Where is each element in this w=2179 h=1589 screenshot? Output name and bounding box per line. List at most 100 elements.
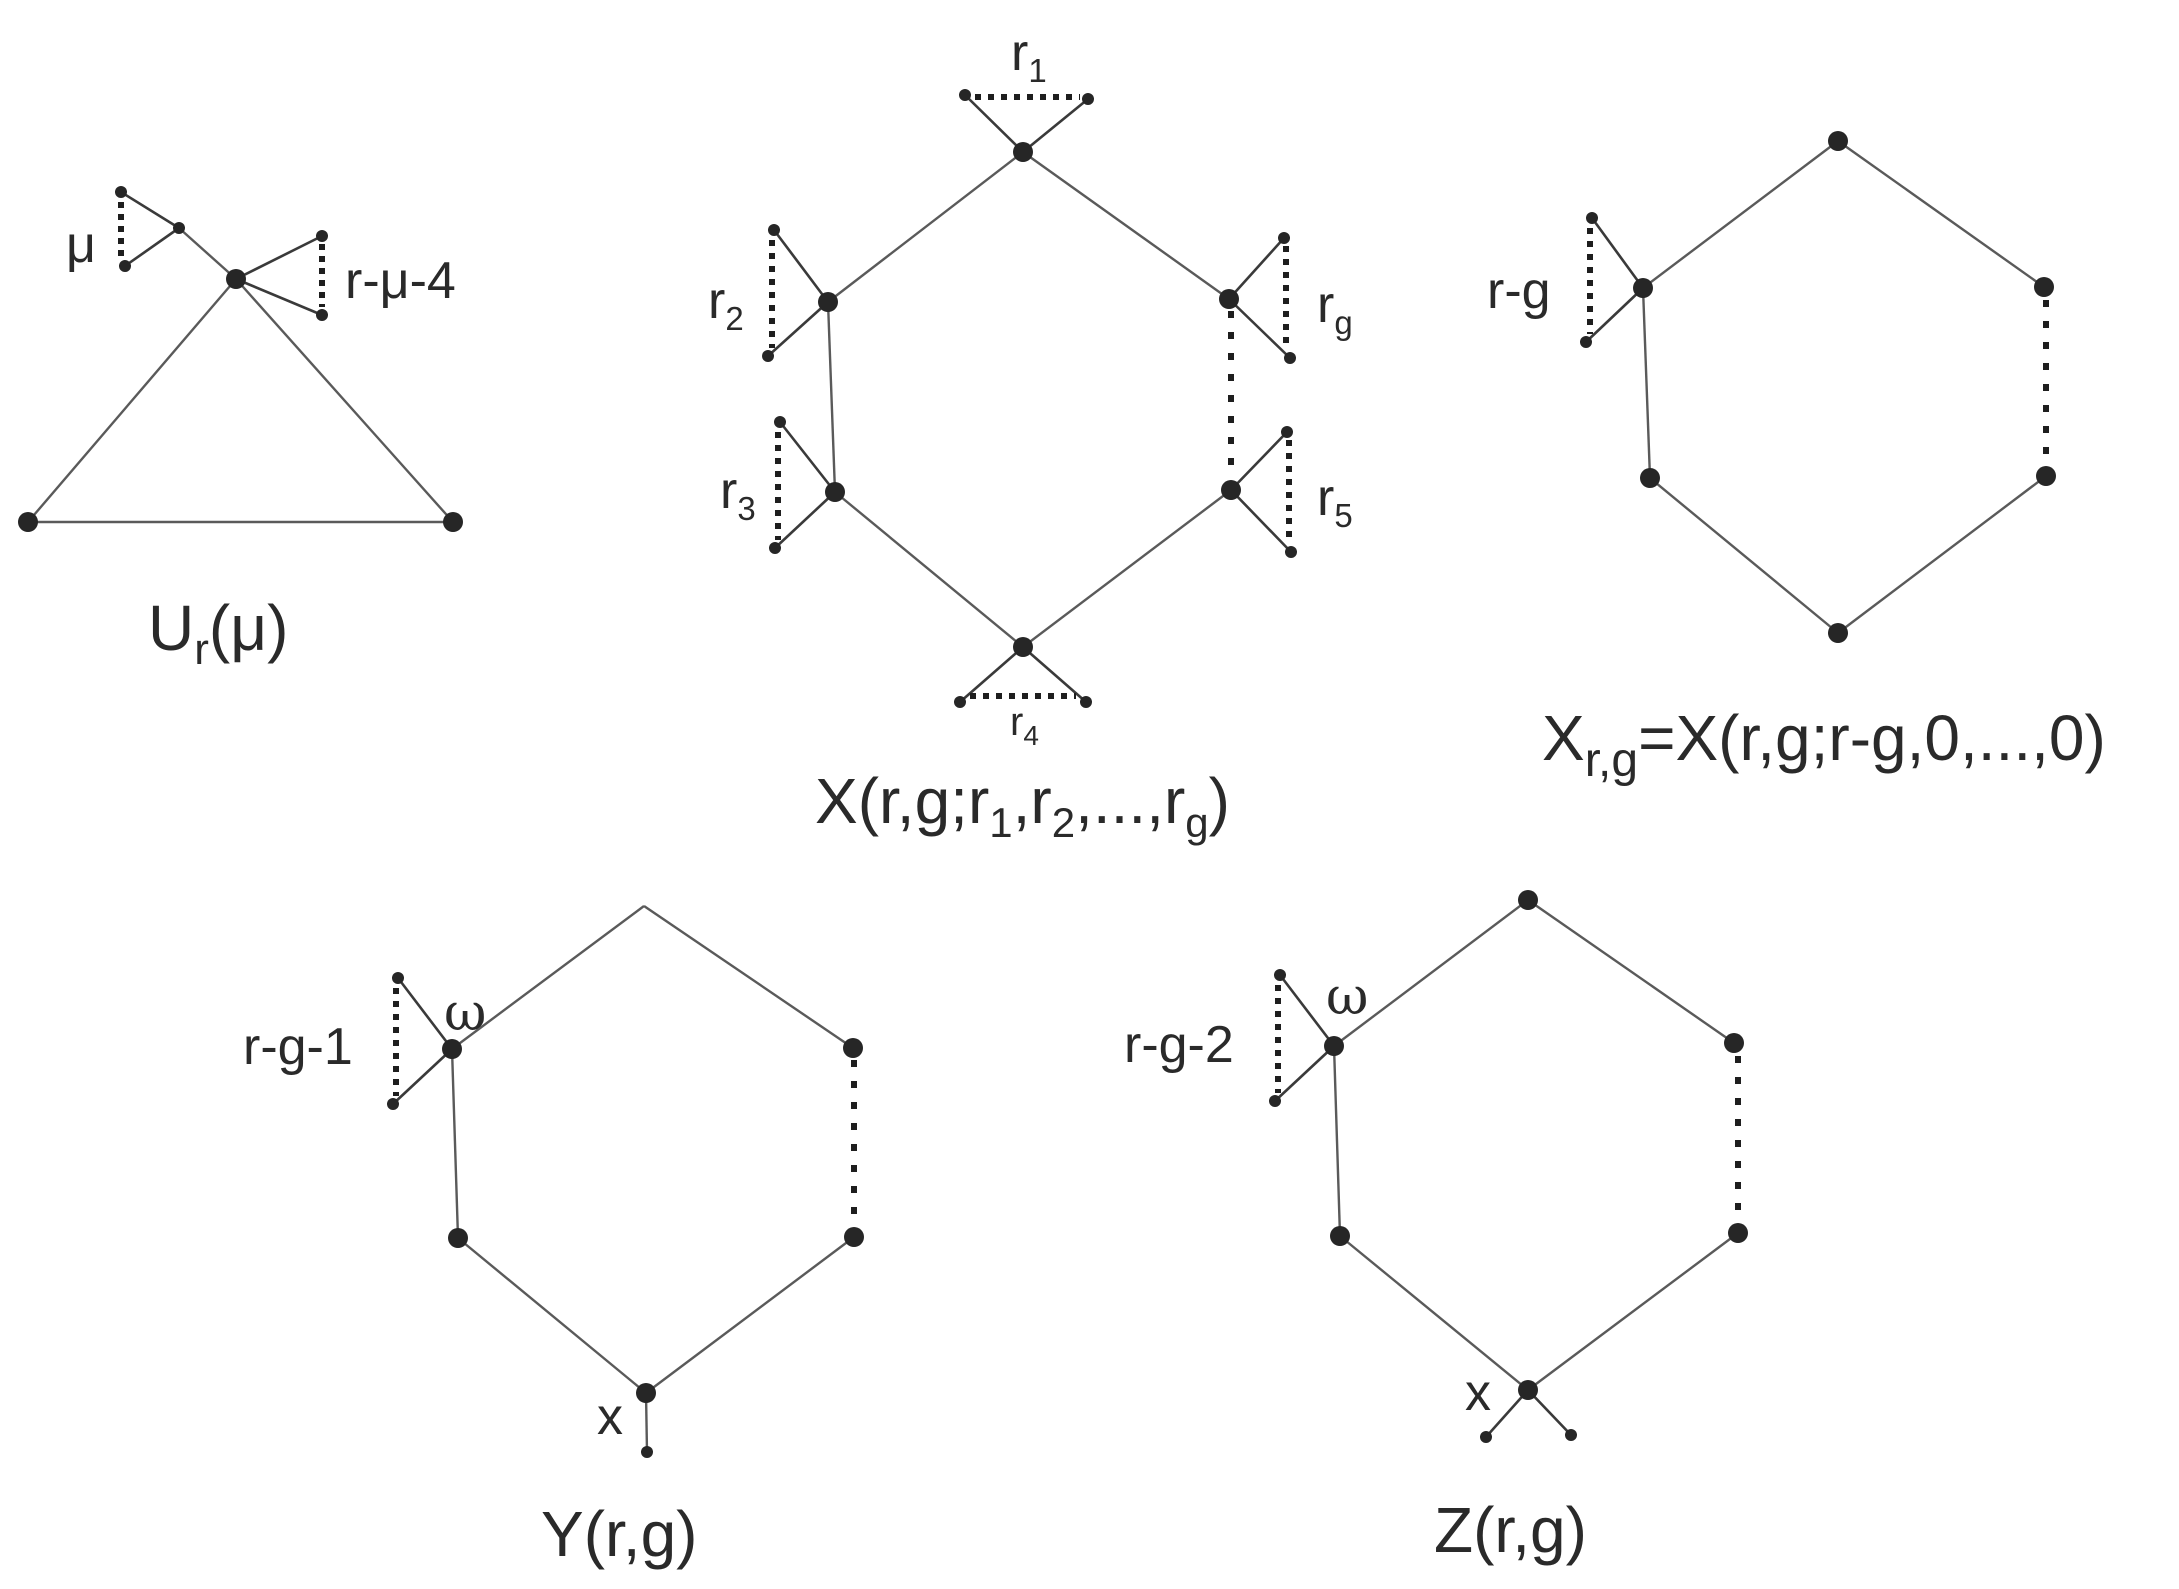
pendant-label-r4: r4 [1010, 700, 1039, 751]
vertex [1330, 1226, 1350, 1246]
x-label: x [597, 1388, 623, 1446]
edge [1022, 151, 1230, 300]
vertex [818, 292, 838, 312]
graph-x-rg: r-g Xr,g=X(r,g;r-g,0,...,0) [1487, 131, 2106, 787]
pendant-edge [1278, 974, 1336, 1047]
edge [1339, 1235, 1529, 1391]
vertex [1013, 637, 1033, 657]
pendant-edge [235, 277, 323, 317]
edge [457, 1237, 647, 1394]
vertex [2036, 466, 2056, 486]
mu-label: μ [66, 216, 96, 274]
x-label: x [1465, 1364, 1491, 1422]
pendant-label-r3: r3 [720, 462, 756, 527]
pendant-edge [1228, 298, 1291, 359]
pendant-edge [1022, 97, 1089, 154]
vertex [18, 512, 38, 532]
vertex [1518, 890, 1538, 910]
vertex [316, 309, 328, 321]
graph-caption: Ur(μ) [148, 592, 288, 674]
edge [1642, 140, 1839, 289]
edge [643, 905, 854, 1049]
vertex [1274, 969, 1286, 981]
vertex [1269, 1095, 1281, 1107]
vertex [1219, 289, 1239, 309]
edge [178, 227, 237, 280]
pendant-edge [396, 977, 454, 1050]
vertex [1580, 336, 1592, 348]
pendant-label-rg: rg [1317, 276, 1353, 341]
vertex-omega [442, 1039, 462, 1059]
pendant-edge [1274, 1045, 1335, 1102]
edge [645, 1236, 855, 1394]
vertex [959, 89, 971, 101]
pendant-edge [772, 229, 830, 303]
edge [1332, 1045, 1342, 1237]
vertex [1284, 352, 1296, 364]
pendant-edge [235, 234, 323, 281]
graph-caption: Xr,g=X(r,g;r-g,0,...,0) [1542, 702, 2106, 787]
graph-caption: Y(r,g) [541, 1498, 697, 1570]
vertex [115, 186, 127, 198]
graph-unicyclic: μ r-μ-4 Ur(μ) [18, 186, 463, 674]
vertex [774, 416, 786, 428]
vertex [1828, 131, 1848, 151]
vertex [1640, 468, 1660, 488]
pendant-edge [120, 190, 180, 230]
vertex [1013, 142, 1033, 162]
vertex [1633, 278, 1653, 298]
graph-caption: Z(r,g) [1434, 1494, 1587, 1566]
vertex [2034, 277, 2054, 297]
edge [451, 905, 645, 1050]
vertex [173, 222, 185, 234]
pendant-edge [778, 421, 837, 493]
vertex [1586, 212, 1598, 224]
vertex [1565, 1429, 1577, 1441]
pendant-edge [1228, 237, 1285, 300]
vertex [825, 482, 845, 502]
vertex [1285, 546, 1297, 558]
edge [1333, 899, 1529, 1047]
vertex [769, 542, 781, 554]
pendant-edge [1485, 1389, 1529, 1438]
pendant-edge [774, 491, 836, 549]
omega-label: ω [444, 983, 486, 1043]
vertex [1278, 232, 1290, 244]
pendant-edge [1230, 431, 1288, 491]
vertex [641, 1446, 653, 1458]
vertex [1480, 1431, 1492, 1443]
edge [1649, 477, 1839, 634]
vertex [1080, 696, 1092, 708]
edge [27, 278, 237, 523]
edge [1022, 489, 1232, 648]
vertex [443, 512, 463, 532]
edge [1641, 287, 1652, 479]
edge [450, 1048, 460, 1239]
edge [1837, 475, 2047, 634]
vertex [1281, 426, 1293, 438]
edge [1837, 140, 2045, 288]
graph-caption: X(r,g;r1,r2,...,rg) [815, 765, 1230, 846]
pendant-edge [1590, 217, 1645, 289]
vertex [954, 696, 966, 708]
edge [235, 278, 454, 523]
edge [834, 491, 1024, 648]
pendant-count-label: r-g-2 [1124, 1016, 1234, 1074]
pendant-label-r5: r5 [1317, 469, 1353, 534]
vertex [387, 1098, 399, 1110]
pendant-edge [1527, 1389, 1572, 1436]
vertex [392, 972, 404, 984]
edge [826, 301, 837, 493]
graph-z-rg: r-g-2 ω x Z(r,g) [1124, 890, 1748, 1566]
vertex [768, 224, 780, 236]
edge [827, 151, 1024, 303]
pendant-label-r2: r2 [708, 272, 744, 337]
pendant-count-label: r-g [1487, 262, 1551, 320]
pendant-edge [1585, 287, 1644, 343]
pendant-edge [1022, 646, 1087, 703]
edge [1527, 1232, 1739, 1391]
vertex [448, 1228, 468, 1248]
pendant-count-label: r-g-1 [243, 1018, 353, 1076]
vertex [1728, 1223, 1748, 1243]
